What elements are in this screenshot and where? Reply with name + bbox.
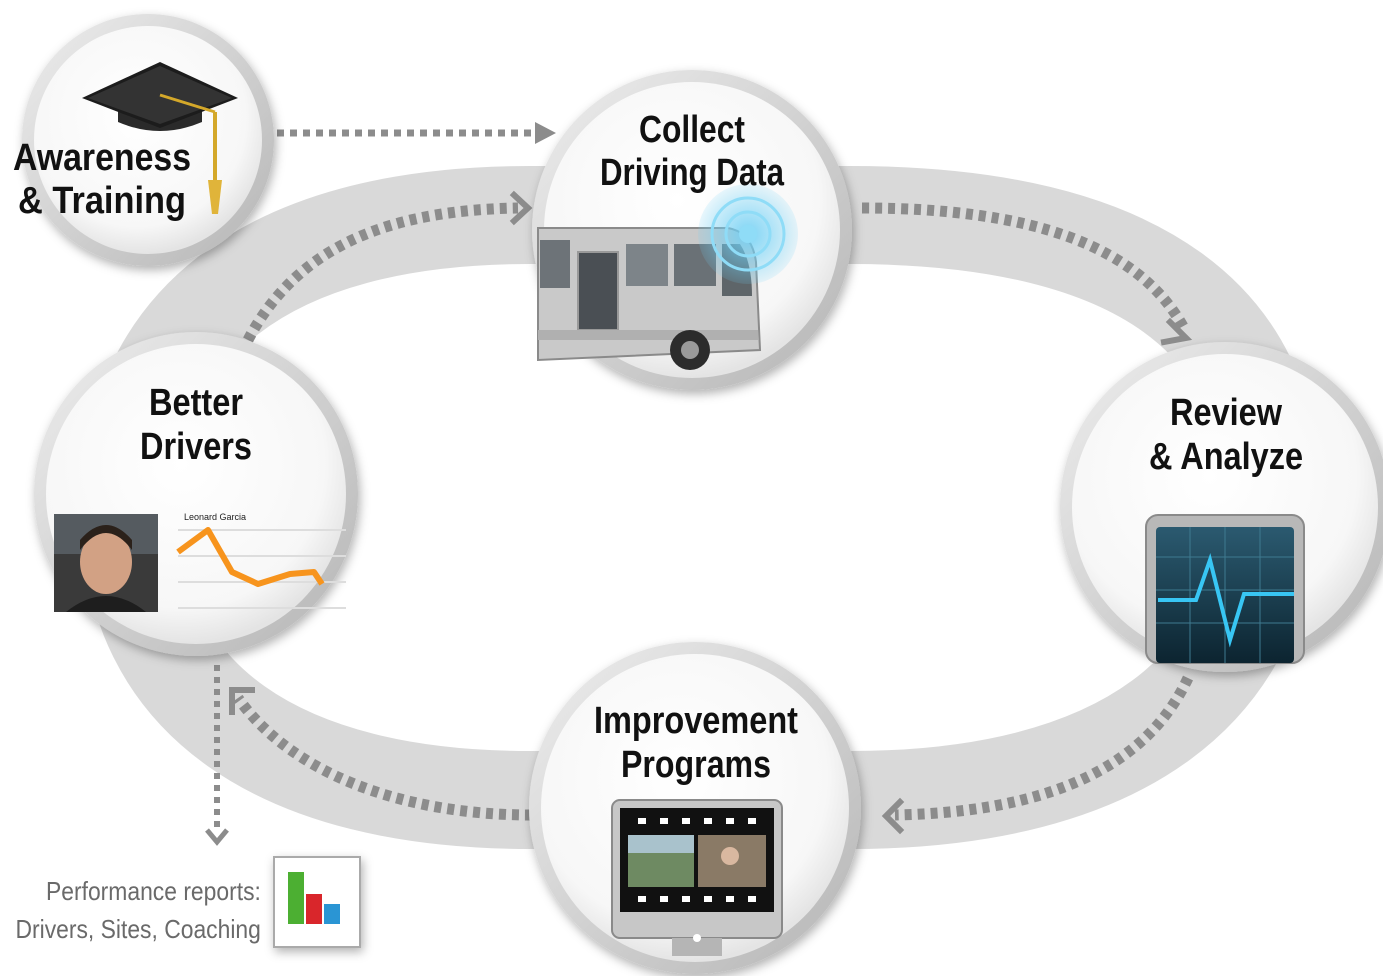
awareness-title-line2: & Training: [18, 180, 186, 222]
node-collect-driving-data: Collect Driving Data: [532, 70, 852, 390]
arrow-heads: [229, 190, 1193, 835]
collect-title-line2: Driving Data: [600, 152, 785, 194]
awareness-title-line1: Awareness: [13, 137, 191, 179]
driver-report-chart: Leonard Garcia: [176, 512, 346, 609]
better-title-line2: Drivers: [140, 426, 252, 468]
node-better-drivers: Leonard Garcia Better Drivers: [34, 332, 358, 656]
improvement-title-line2: Programs: [621, 744, 771, 786]
activity-monitor-icon: [1145, 514, 1305, 664]
arrow-improvement-to-better: [233, 694, 533, 821]
review-title-line1: Review: [1170, 392, 1282, 434]
report-driver-name: Leonard Garcia: [184, 512, 246, 522]
performance-reports-line2: Drivers, Sites, Coaching: [15, 914, 261, 944]
arrow-collect-to-review: [861, 202, 1190, 333]
bus-with-signal-icon: [537, 184, 798, 370]
review-title-line2: & Analyze: [1149, 436, 1303, 478]
node-awareness-training: Awareness & Training: [13, 14, 274, 266]
better-title-line1: Better: [149, 382, 243, 424]
graduation-cap-icon: [82, 62, 238, 214]
collect-title-line1: Collect: [639, 109, 745, 151]
node-review-analyze: Review & Analyze: [1060, 342, 1383, 672]
performance-reports-caption: Performance reports: Drivers, Sites, Coa…: [0, 872, 261, 948]
video-screen-icon: [611, 799, 783, 956]
bar-chart-icon: [273, 856, 361, 948]
driver-photo: [54, 514, 158, 612]
performance-reports-line1: Performance reports:: [46, 876, 262, 906]
better-to-reports-connector: [205, 665, 229, 846]
node-improvement-programs: Improvement Programs: [529, 642, 861, 974]
cycle-arrows: [233, 202, 1193, 821]
improvement-title-line1: Improvement: [594, 700, 798, 742]
arrow-better-to-collect: [243, 202, 519, 343]
awareness-to-collect-connector: [277, 122, 556, 144]
